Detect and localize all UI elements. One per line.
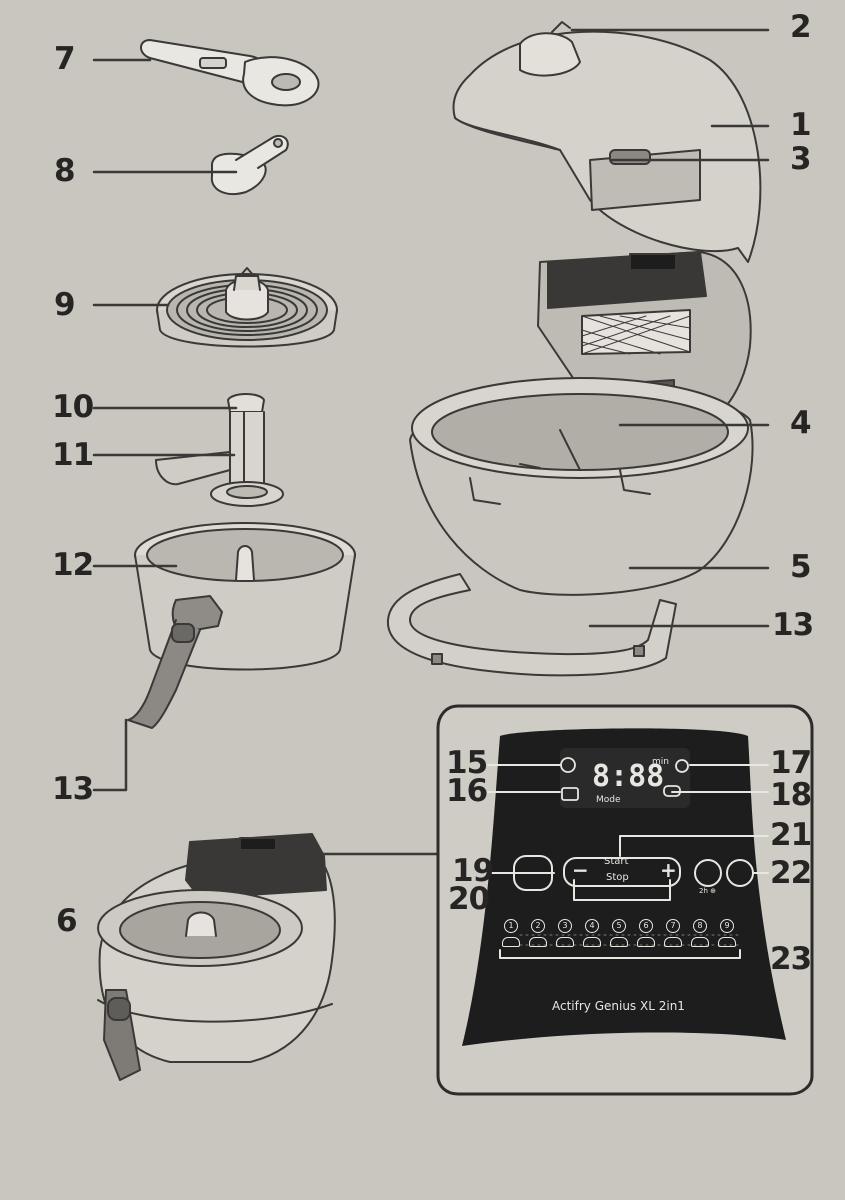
display-mode-label: Mode [596,795,621,805]
part-5-bowl [409,377,754,596]
food-program-icon [718,937,736,947]
callout-23: 23 [770,941,812,977]
callout-17: 17 [770,745,812,781]
program-button-6[interactable]: 6 [635,913,657,947]
callout-13-right: 13 [772,607,814,643]
callout-12: 12 [52,547,94,583]
part-7-spoon [140,39,320,107]
part-8-measuring-spoon [210,134,289,195]
food-program-icon [583,937,601,947]
part-6-assembled-appliance [97,833,336,1081]
display-unit-min: min [652,757,669,767]
program-button-8[interactable]: 8 [689,913,711,947]
callout-7: 7 [54,41,76,77]
callout-15: 15 [446,745,488,781]
callout-10: 10 [52,389,94,425]
callout-2: 2 [790,9,812,45]
food-program-icon [610,937,628,947]
timer-sub-label: 2h ⊕ [699,887,716,895]
callout-13-left: 13 [52,771,94,807]
program-button-2[interactable]: 2 [527,913,549,947]
program-number: 4 [585,919,599,933]
leader-lines [92,28,770,856]
food-program-icon [502,937,520,947]
program-number: 1 [504,919,518,933]
callout-4: 4 [790,405,812,441]
program-number: 6 [639,919,653,933]
callout-11: 11 [52,437,94,473]
program-button-5[interactable]: 5 [608,913,630,947]
callout-21: 21 [770,817,812,853]
callout-18: 18 [770,777,812,813]
program-number: 9 [720,919,734,933]
display-digits: 8:88 [592,759,665,794]
callout-19: 19 [452,853,494,889]
part-12-removable-pan [127,522,356,729]
part-10-11-stirring-paddle [155,393,284,507]
food-program-icon [664,937,682,947]
program-number: 5 [612,919,626,933]
program-number: 7 [666,919,680,933]
callout-6: 6 [56,903,78,939]
callout-22: 22 [770,855,812,891]
minus-button[interactable]: − [572,858,589,882]
callout-1: 1 [790,107,812,143]
program-number: 2 [531,919,545,933]
callout-16: 16 [446,773,488,809]
callout-3: 3 [790,141,812,177]
control-panel-inset [436,704,814,1096]
program-button-7[interactable]: 7 [662,913,684,947]
callout-9: 9 [54,287,76,323]
program-button-3[interactable]: 3 [554,913,576,947]
program-number: 8 [693,919,707,933]
part-9-grill-tray [156,267,338,348]
food-program-icon [691,937,709,947]
food-program-icon [637,937,655,947]
program-button-4[interactable]: 4 [581,913,603,947]
part-1-lid [452,21,762,263]
callout-5: 5 [790,549,812,585]
start-label: Start [604,856,629,867]
part-13-handle-ring [386,573,677,677]
callout-8: 8 [54,153,76,189]
program-button-9[interactable]: 9 [716,913,738,947]
food-program-icon [529,937,547,947]
stop-label: Stop [606,872,629,883]
program-number: 3 [558,919,572,933]
callout-20: 20 [448,881,490,917]
model-name: Actifry Genius XL 2in1 [552,999,685,1013]
plus-button[interactable]: + [660,858,677,882]
food-program-icon [556,937,574,947]
program-button-1[interactable]: 1 [500,913,522,947]
